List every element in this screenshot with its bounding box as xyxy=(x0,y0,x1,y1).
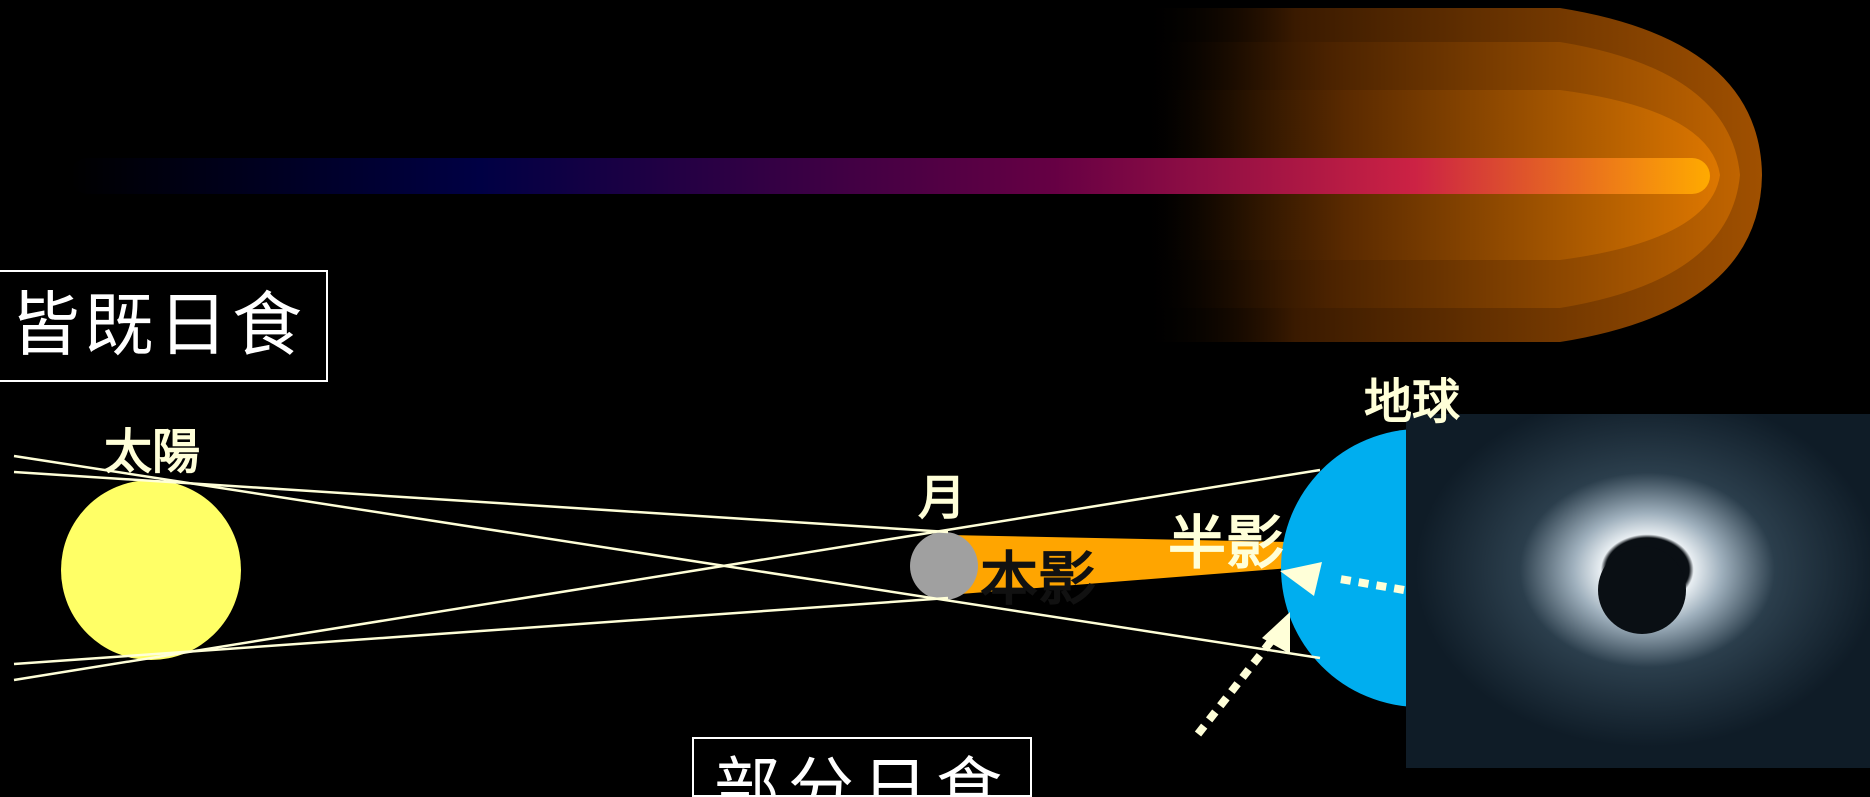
umbra-shadow xyxy=(948,535,1290,595)
sun-label: 太陽 xyxy=(104,424,201,480)
earth-label: 地球 xyxy=(1364,374,1461,430)
umbra-label: 本影 xyxy=(980,545,1097,613)
moon-label: 月 xyxy=(918,470,967,526)
tangent-lines xyxy=(13,454,1321,682)
sun-disc xyxy=(61,480,241,660)
decorative-banner xyxy=(70,8,1762,342)
penumbra-label: 半影 xyxy=(1168,509,1285,577)
diagram-svg xyxy=(13,8,1870,768)
moon-disc xyxy=(910,532,978,600)
dotted-arrow-icon xyxy=(1194,612,1290,737)
corona-photo xyxy=(1406,414,1870,768)
title-box: 皆既日食 xyxy=(0,270,328,382)
dotted-arrow-icon xyxy=(1280,562,1405,596)
eclipse-diagram: 皆既日食 部分日食 太陽 月 地球 半影 本影 xyxy=(0,8,1870,797)
partial-eclipse-box: 部分日食 xyxy=(692,737,1032,797)
